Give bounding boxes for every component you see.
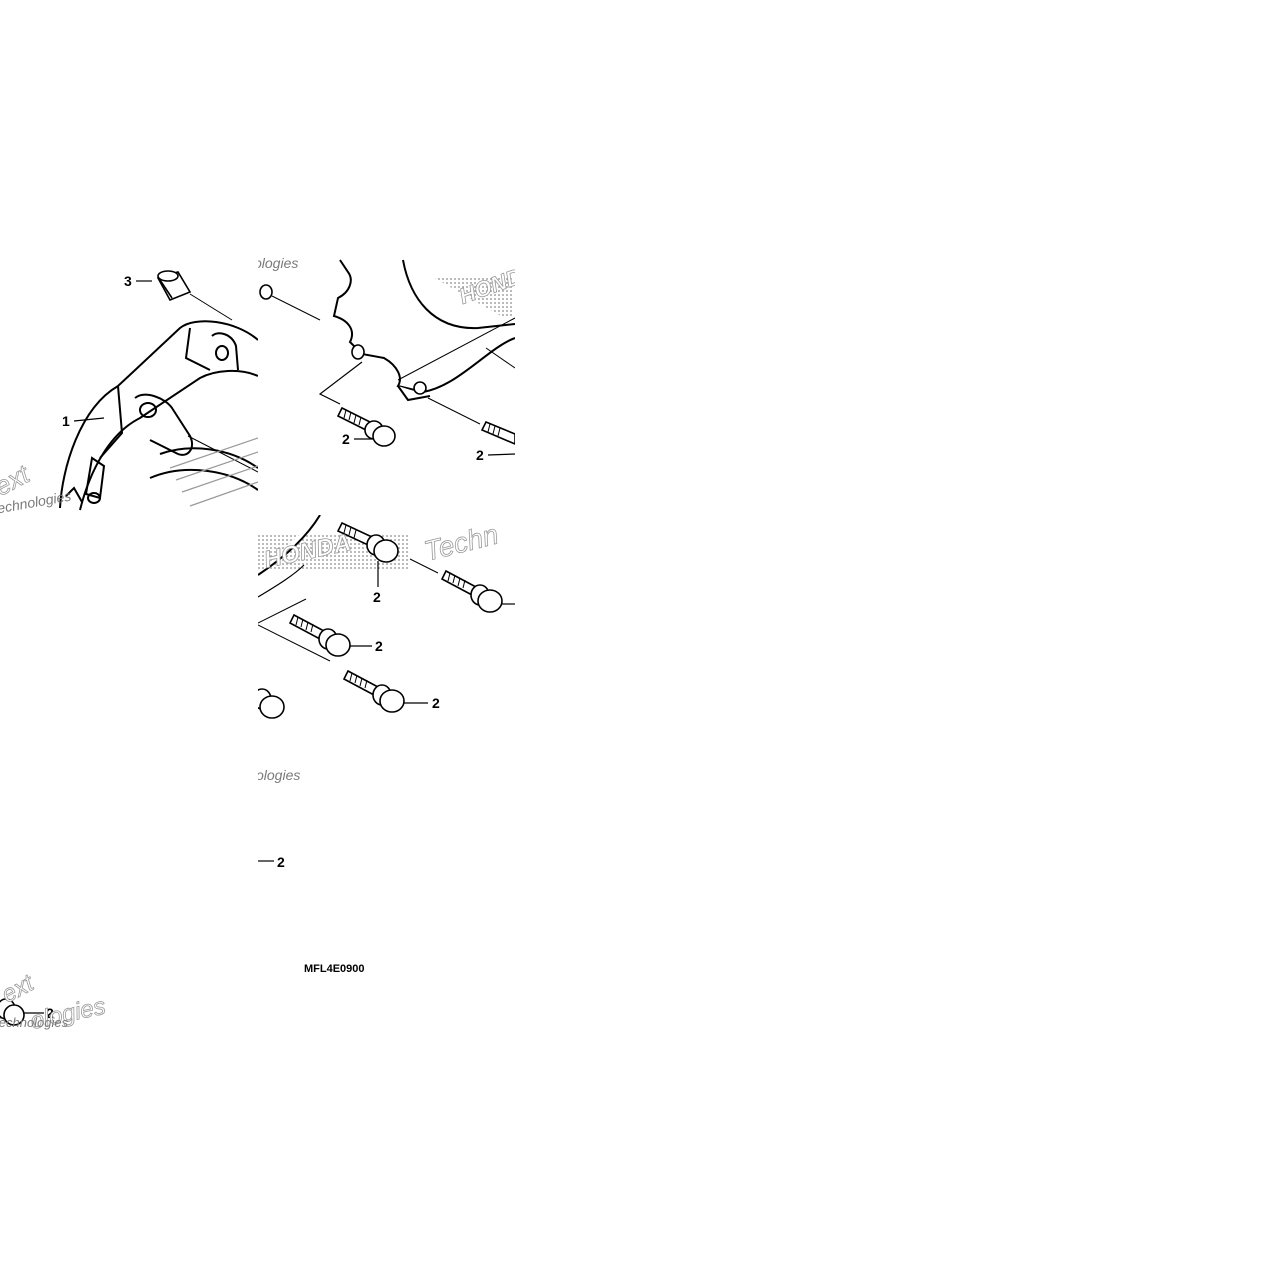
callout-2: 2 <box>342 431 350 447</box>
callout-2: 2 <box>476 447 484 463</box>
callout-1: 1 <box>62 413 70 429</box>
bolt-part-2 <box>480 420 515 445</box>
watermark-text: ext <box>0 969 39 1008</box>
callout-3: 3 <box>124 273 132 289</box>
leader-line <box>187 435 258 473</box>
bolt-part-2 <box>336 406 396 447</box>
bolt-part-2 <box>342 669 405 713</box>
bolt-part-2 <box>336 521 399 563</box>
callout-2: 2 <box>432 695 440 711</box>
diagram-tile-corner: 2 ext ologies Technologies <box>0 965 110 1030</box>
bolt-part-2 <box>288 613 351 657</box>
callout-2: 2 <box>373 589 381 605</box>
bolt-part-2 <box>440 569 503 613</box>
bolt-part-2 <box>258 688 285 719</box>
collar-part-3 <box>156 270 192 302</box>
diagram-tile-mount: 2 2 ologies HONDA <box>258 258 515 515</box>
diagram-tile-cover: 3 1 ext Technologies <box>0 258 258 515</box>
diagram-tile-bolts: 2 2 2 Techn HONDA <box>258 515 515 772</box>
cover-mount-body <box>332 259 515 402</box>
brand-watermark <box>169 437 258 507</box>
callout-2: 2 <box>375 638 383 654</box>
mount-drawing: 2 2 ologies HONDA <box>258 258 515 463</box>
watermark-text: ologies <box>258 767 300 783</box>
watermark-text: Techn <box>421 519 502 567</box>
diagram-code: MFL4E0900 <box>304 963 365 975</box>
watermark-text: Technologies <box>0 1015 69 1030</box>
cover-edge <box>258 515 321 576</box>
leader-line <box>189 293 233 321</box>
cover-drawing: 3 1 ext Technologies <box>0 270 258 515</box>
callout-2: 2 <box>46 1005 54 1021</box>
callout-2: 2 <box>277 854 285 870</box>
fragment-drawing: ologies 2 <box>258 767 300 870</box>
cover-body <box>59 320 258 511</box>
diagram-tile-fragment: ologies 2 <box>258 760 515 872</box>
bolt-part-2 <box>0 998 25 1026</box>
watermark-text: ologies <box>258 258 298 271</box>
corner-drawing: 2 ext ologies Technologies <box>0 969 108 1030</box>
bolts-drawing: 2 2 2 Techn HONDA <box>258 515 515 719</box>
